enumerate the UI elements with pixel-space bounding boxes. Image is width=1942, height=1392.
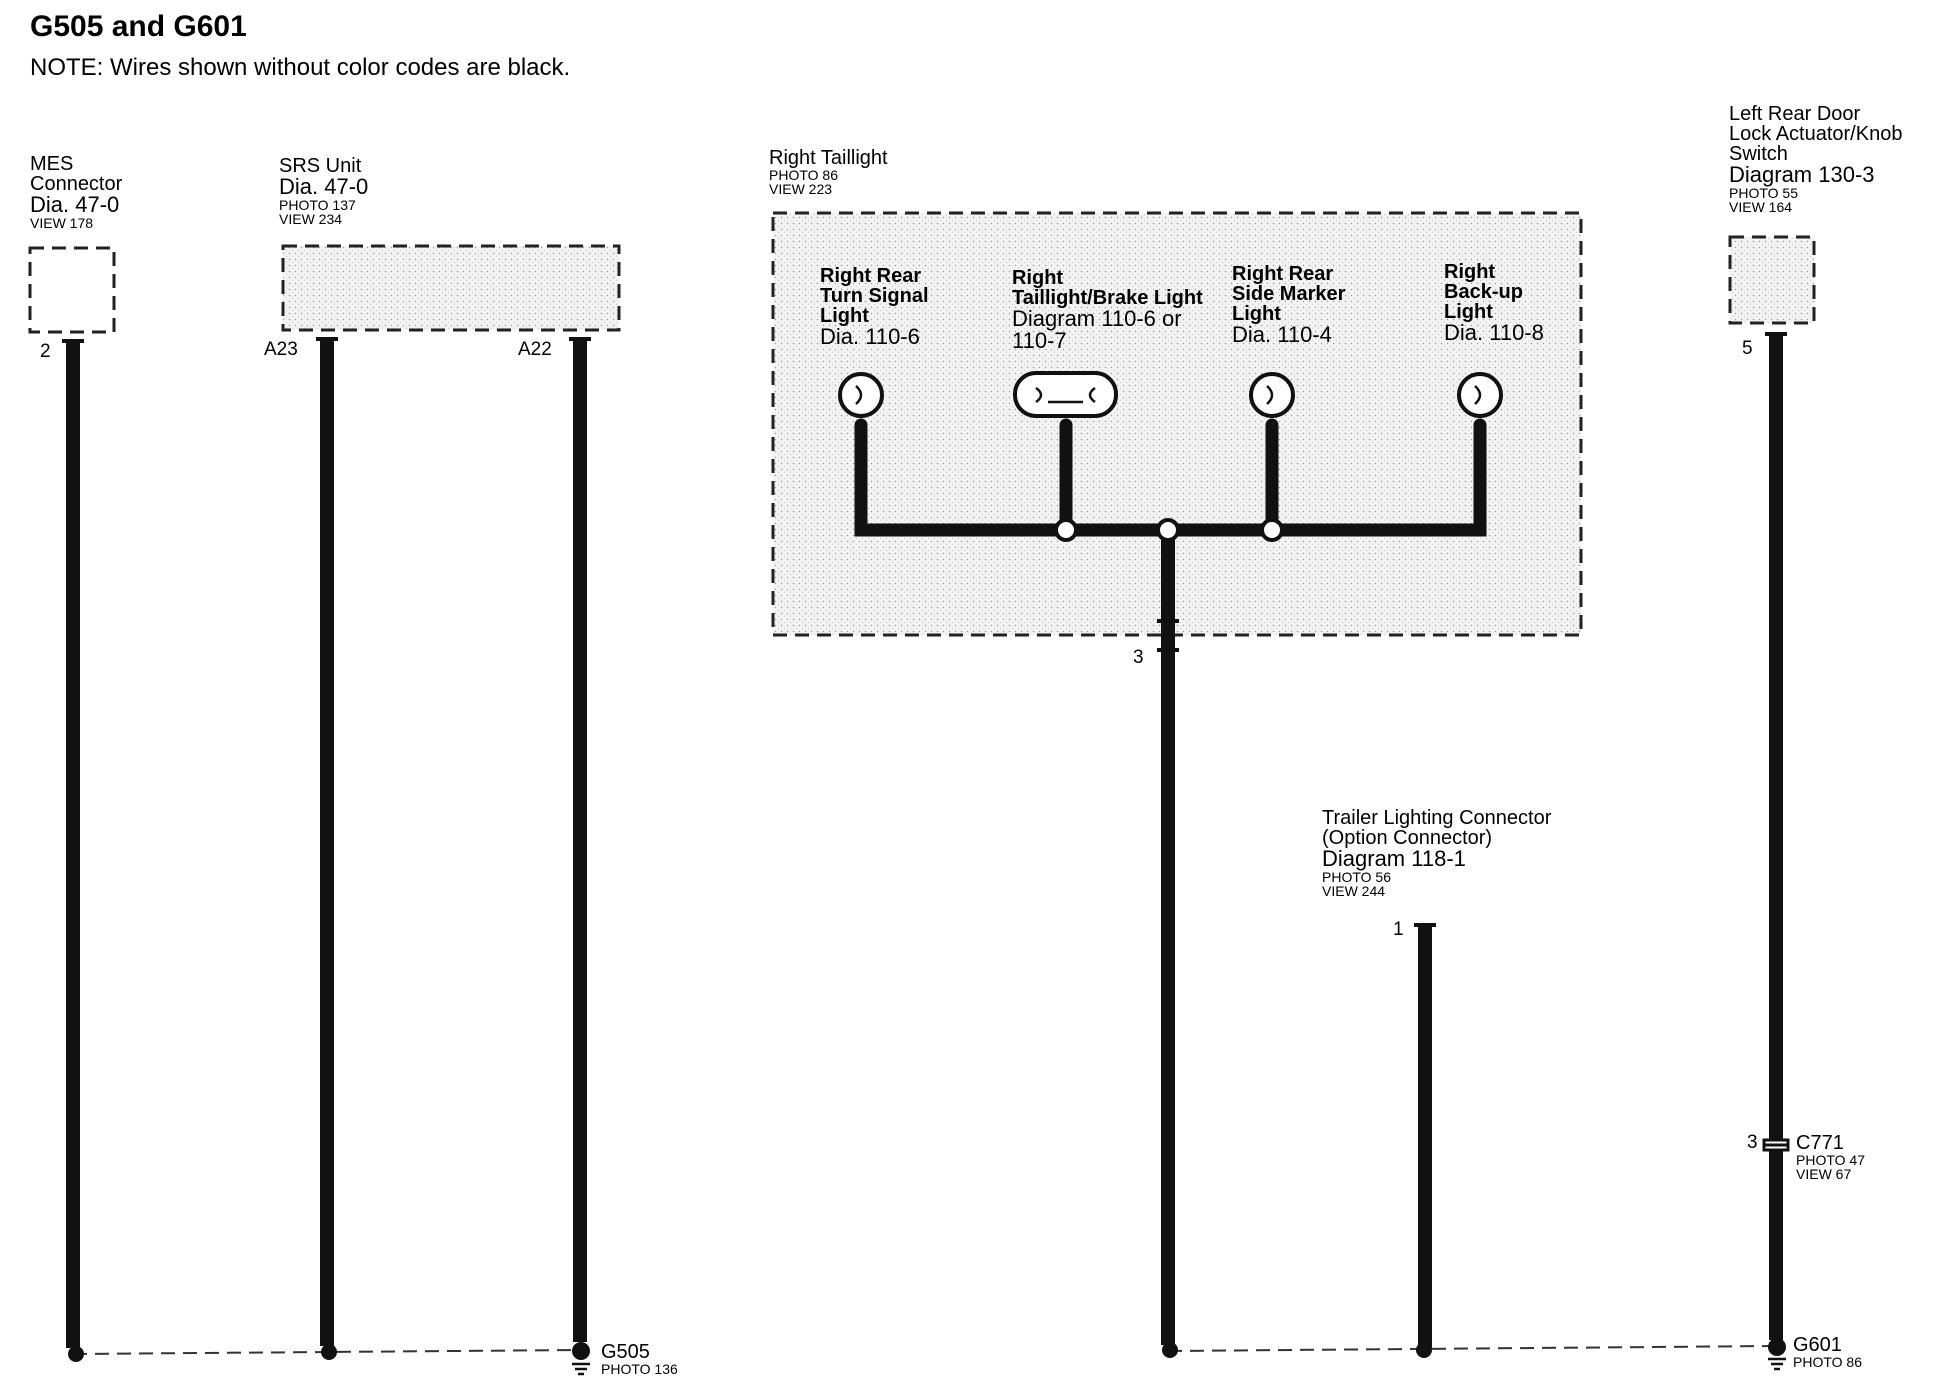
note-text: NOTE: Wires shown without color codes ar… [30,54,571,81]
right-taillight-label: Right Taillight PHOTO 86 VIEW 223 [769,147,888,197]
pin-srs-a22: A22 [518,339,552,360]
c771-label: C771 PHOTO 47 VIEW 67 [1796,1132,1865,1182]
pin-mes-2: 2 [40,341,51,362]
brake-light-bulb [1013,371,1118,418]
side-marker-label: Right Rear Side Marker Light Dia. 110-4 [1232,263,1346,347]
pin-door-lock-5: 5 [1742,338,1753,359]
mes-connector-label: MES Connector Dia. 47-0 VIEW 178 [30,153,123,231]
mes-connector-box [28,246,116,334]
brake-light-label: Right Taillight/Brake Light Diagram 110-… [1012,267,1203,353]
srs-unit-label: SRS Unit Dia. 47-0 PHOTO 137 VIEW 234 [279,155,369,227]
srs-unit-box [281,244,621,332]
g505-label: G505 PHOTO 136 [601,1341,678,1377]
backup-light-label: Right Back-up Light Dia. 110-8 [1444,261,1544,345]
pin-c771-3: 3 [1747,1132,1758,1153]
taillight-assembly-box [771,211,1583,637]
turn-signal-label: Right Rear Turn Signal Light Dia. 110-6 [820,265,929,349]
door-lock-box [1728,235,1816,325]
trailer-connector-label: Trailer Lighting Connector (Option Conne… [1322,807,1552,899]
pin-srs-a23: A23 [264,339,298,360]
page-title: G505 and G601 [30,10,247,43]
pin-trailer-1: 1 [1393,919,1404,940]
g601-label: G601 PHOTO 86 [1793,1334,1862,1370]
pin-taillight-3: 3 [1133,647,1144,668]
door-lock-label: Left Rear Door Lock Actuator/Knob Switch… [1729,103,1903,215]
